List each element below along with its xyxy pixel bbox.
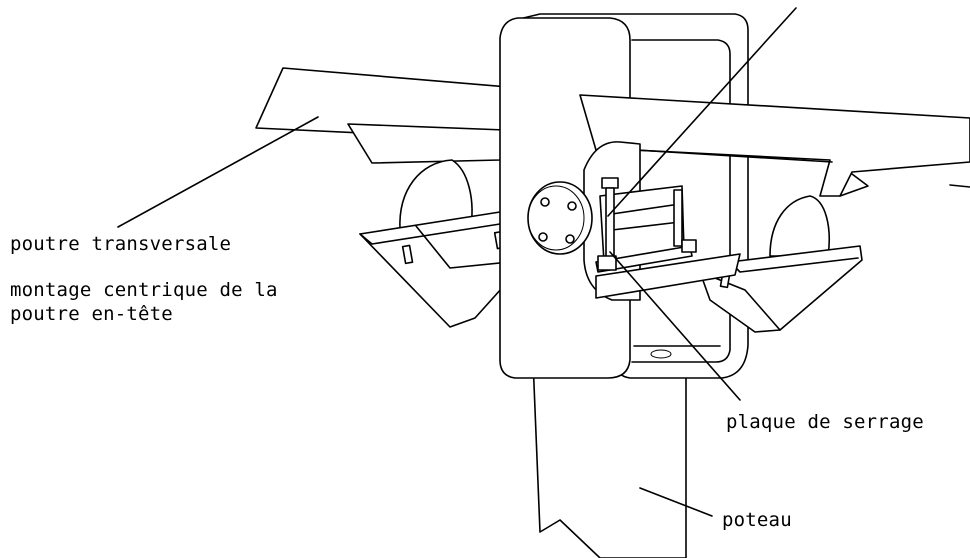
right-dome xyxy=(769,195,830,257)
clamp-assembly xyxy=(583,141,741,301)
left-dome xyxy=(399,159,473,233)
leader-lines xyxy=(117,7,797,517)
left-bracket xyxy=(359,211,521,328)
label-centric-mount-line1: montage centrique de la xyxy=(10,279,278,301)
label-centric-mount-line2: poutre en-tête xyxy=(10,303,173,325)
bolt-icon xyxy=(565,234,575,244)
post xyxy=(532,359,687,558)
label-crossbeam: poutre transversale xyxy=(10,233,232,255)
bolt-icon xyxy=(567,201,577,211)
crossbeam-left xyxy=(255,67,521,164)
bolt-icon xyxy=(538,232,548,242)
label-clamping-plate: plaque de serrage xyxy=(726,411,924,433)
bolt-icon xyxy=(540,197,550,207)
label-post: poteau xyxy=(722,509,792,531)
cap-plate xyxy=(527,181,593,255)
